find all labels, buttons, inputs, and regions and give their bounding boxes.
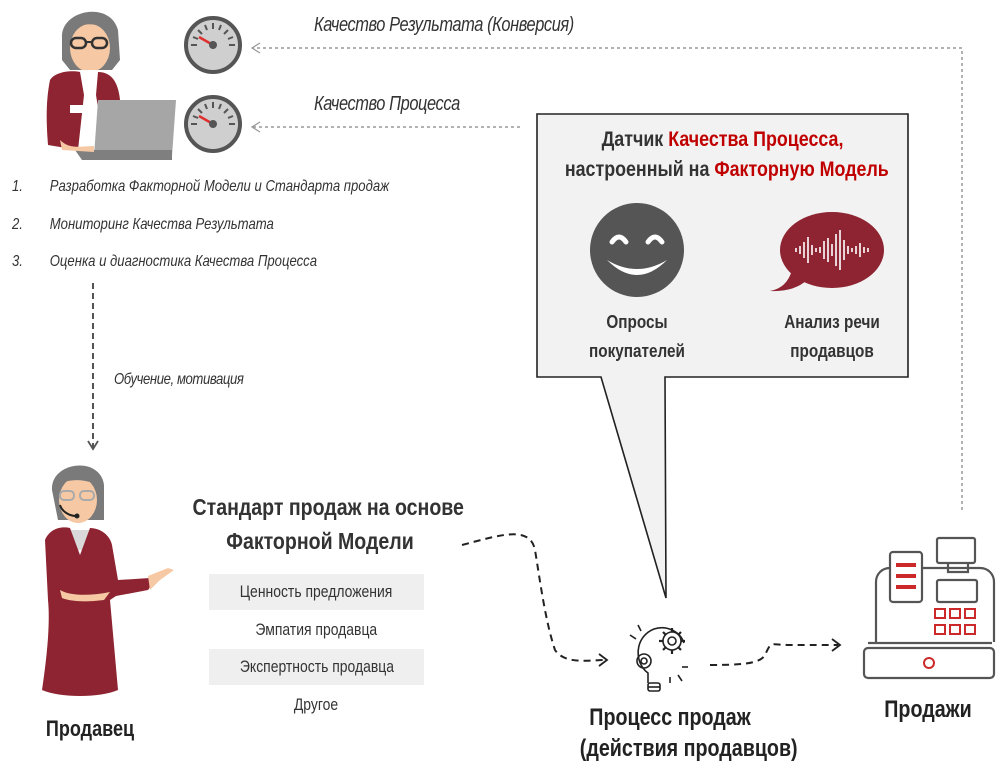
sales-label: Продажи: [884, 696, 972, 723]
process-to-sales-arrow: [709, 643, 838, 666]
factor-item: Экспертность продавца: [209, 649, 424, 685]
training-arrowhead: [87, 440, 99, 451]
training-label: Обучение, мотивация: [114, 371, 244, 388]
standard-title: Стандарт продаж на основе Факторной Моде…: [170, 490, 470, 558]
result-quality-label: Качество Результата (Конверсия): [314, 14, 574, 36]
step-number: 2.: [12, 216, 23, 233]
seller-label: Продавец: [45, 716, 135, 741]
step-number: 3.: [12, 253, 23, 270]
factor-item: Эмпатия продавца: [255, 620, 378, 639]
smiley-face-icon: [590, 203, 684, 297]
step-number: 1.: [12, 178, 23, 195]
cash-register-icon: [862, 536, 996, 680]
speech-bubble-soundwave-icon: [770, 212, 884, 292]
seller-icon: [42, 465, 174, 696]
sensor-title: Датчик Качества Процесса, настроенный на…: [537, 128, 908, 182]
result-feedback-arrow: [252, 47, 963, 510]
step-text: Мониторинг Качества Результата: [49, 216, 274, 233]
step-item: 2. Мониторинг Качества Результата: [12, 216, 274, 234]
standard-to-process-arrowhead: [598, 653, 609, 667]
result-quality-gauge-icon: [184, 16, 242, 74]
factor-item: Ценность предложения: [209, 574, 424, 610]
result-feedback-arrowhead: [250, 42, 261, 54]
standard-title-line2: Факторной Модели: [226, 528, 414, 554]
step-text: Оценка и диагностика Качества Процесса: [49, 253, 318, 270]
sensor-title-line2: настроенный на Факторную Модель: [564, 158, 889, 181]
sensor-title-line1: Датчик Качества Процесса,: [601, 128, 844, 151]
process-quality-label: Качество Процесса: [314, 93, 460, 115]
process-quality-gauge-icon: [184, 95, 242, 153]
step-item: 3. Оценка и диагностика Качества Процесса: [12, 253, 317, 271]
standard-to-process-arrow: [461, 533, 606, 662]
step-text: Разработка Факторной Модели и Стандарта …: [49, 178, 390, 195]
process-feedback-arrowhead: [250, 121, 261, 133]
factor-item: Другое: [294, 695, 339, 714]
manager-icon: [46, 11, 176, 160]
process-to-sales-arrowhead: [831, 638, 842, 652]
lightbulb-gears-icon: [629, 624, 688, 692]
standard-title-line1: Стандарт продаж на основе: [192, 494, 464, 520]
step-item: 1. Разработка Факторной Модели и Стандарт…: [12, 178, 389, 196]
